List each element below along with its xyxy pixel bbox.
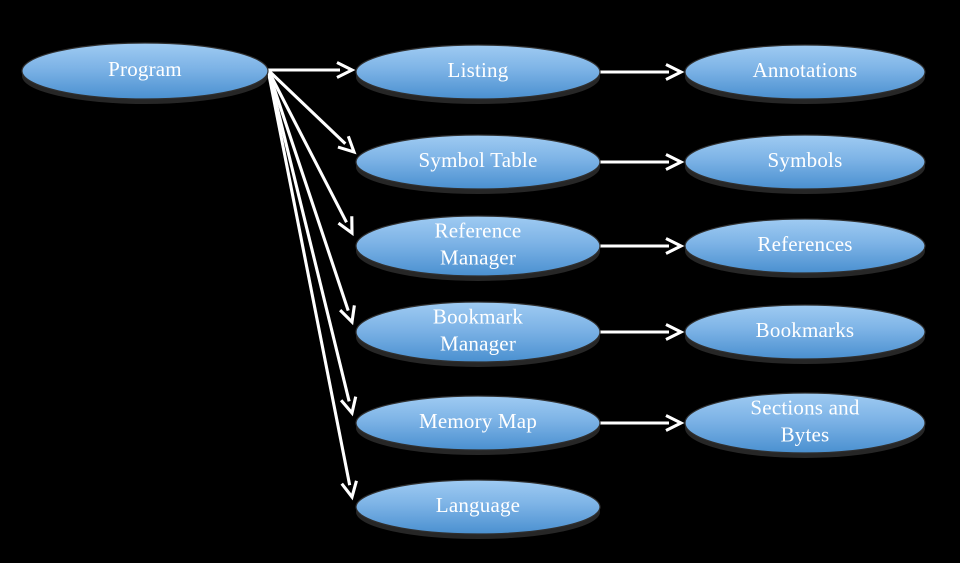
node-label-symbol-table: Symbol Table xyxy=(419,148,538,172)
node-label-program: Program xyxy=(108,57,182,81)
edge-program-to-bookmark-manager xyxy=(266,69,356,326)
node-memory-map[interactable]: Memory Map xyxy=(355,395,601,455)
node-label-bookmarks: Bookmarks xyxy=(756,318,855,342)
edge-symbol-table-to-symbols xyxy=(600,153,685,171)
node-label-references: References xyxy=(757,232,852,256)
node-references[interactable]: References xyxy=(684,218,926,278)
node-language[interactable]: Language xyxy=(355,479,601,539)
edge-program-to-symbol-table xyxy=(266,68,357,155)
node-symbol-table[interactable]: Symbol Table xyxy=(355,134,601,194)
node-listing[interactable]: Listing xyxy=(355,44,601,104)
node-program[interactable]: Program xyxy=(21,42,269,104)
edge-program-to-memory-map xyxy=(266,69,358,417)
node-label-memory-map: Memory Map xyxy=(419,409,537,433)
node-annotations[interactable]: Annotations xyxy=(684,44,926,104)
edge-listing-to-annotations xyxy=(600,63,685,81)
edge-program-to-language xyxy=(266,69,358,501)
node-bookmarks[interactable]: Bookmarks xyxy=(684,304,926,364)
edge-bookmark-manager-to-bookmarks xyxy=(600,323,685,341)
node-symbols[interactable]: Symbols xyxy=(684,134,926,194)
edge-program-to-reference-manager xyxy=(266,69,354,237)
node-label-annotations: Annotations xyxy=(753,58,858,82)
edge-memory-map-to-sections-and-bytes xyxy=(600,414,685,432)
edge-reference-manager-to-references xyxy=(600,237,685,255)
node-label-listing: Listing xyxy=(448,58,509,82)
node-label-symbols: Symbols xyxy=(768,148,843,172)
edge-program-to-listing xyxy=(268,61,356,79)
node-label-language: Language xyxy=(436,493,520,517)
edges-layer xyxy=(266,61,685,501)
